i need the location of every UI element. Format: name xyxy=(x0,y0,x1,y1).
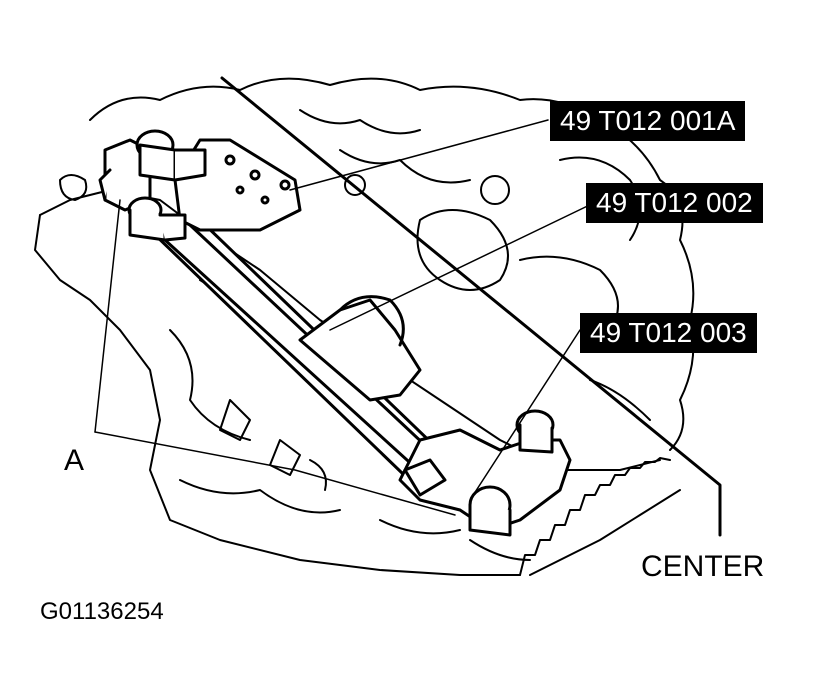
lower-bracket xyxy=(398,409,572,537)
part-label-49-t012-003: 49 T012 003 xyxy=(580,313,757,353)
upper-bolts xyxy=(98,129,207,242)
tool-bar xyxy=(148,218,472,502)
leader-lines xyxy=(94,119,601,516)
part-label-49-t012-001a: 49 T012 001A xyxy=(550,101,746,141)
center-reference-line xyxy=(220,76,722,537)
label-center: CENTER xyxy=(641,550,765,583)
part-label-49-t012-002: 49 T012 002 xyxy=(586,183,763,223)
timing-gear-teeth xyxy=(519,457,681,576)
label-a: A xyxy=(64,444,85,477)
figure-id: G01136254 xyxy=(40,598,164,625)
